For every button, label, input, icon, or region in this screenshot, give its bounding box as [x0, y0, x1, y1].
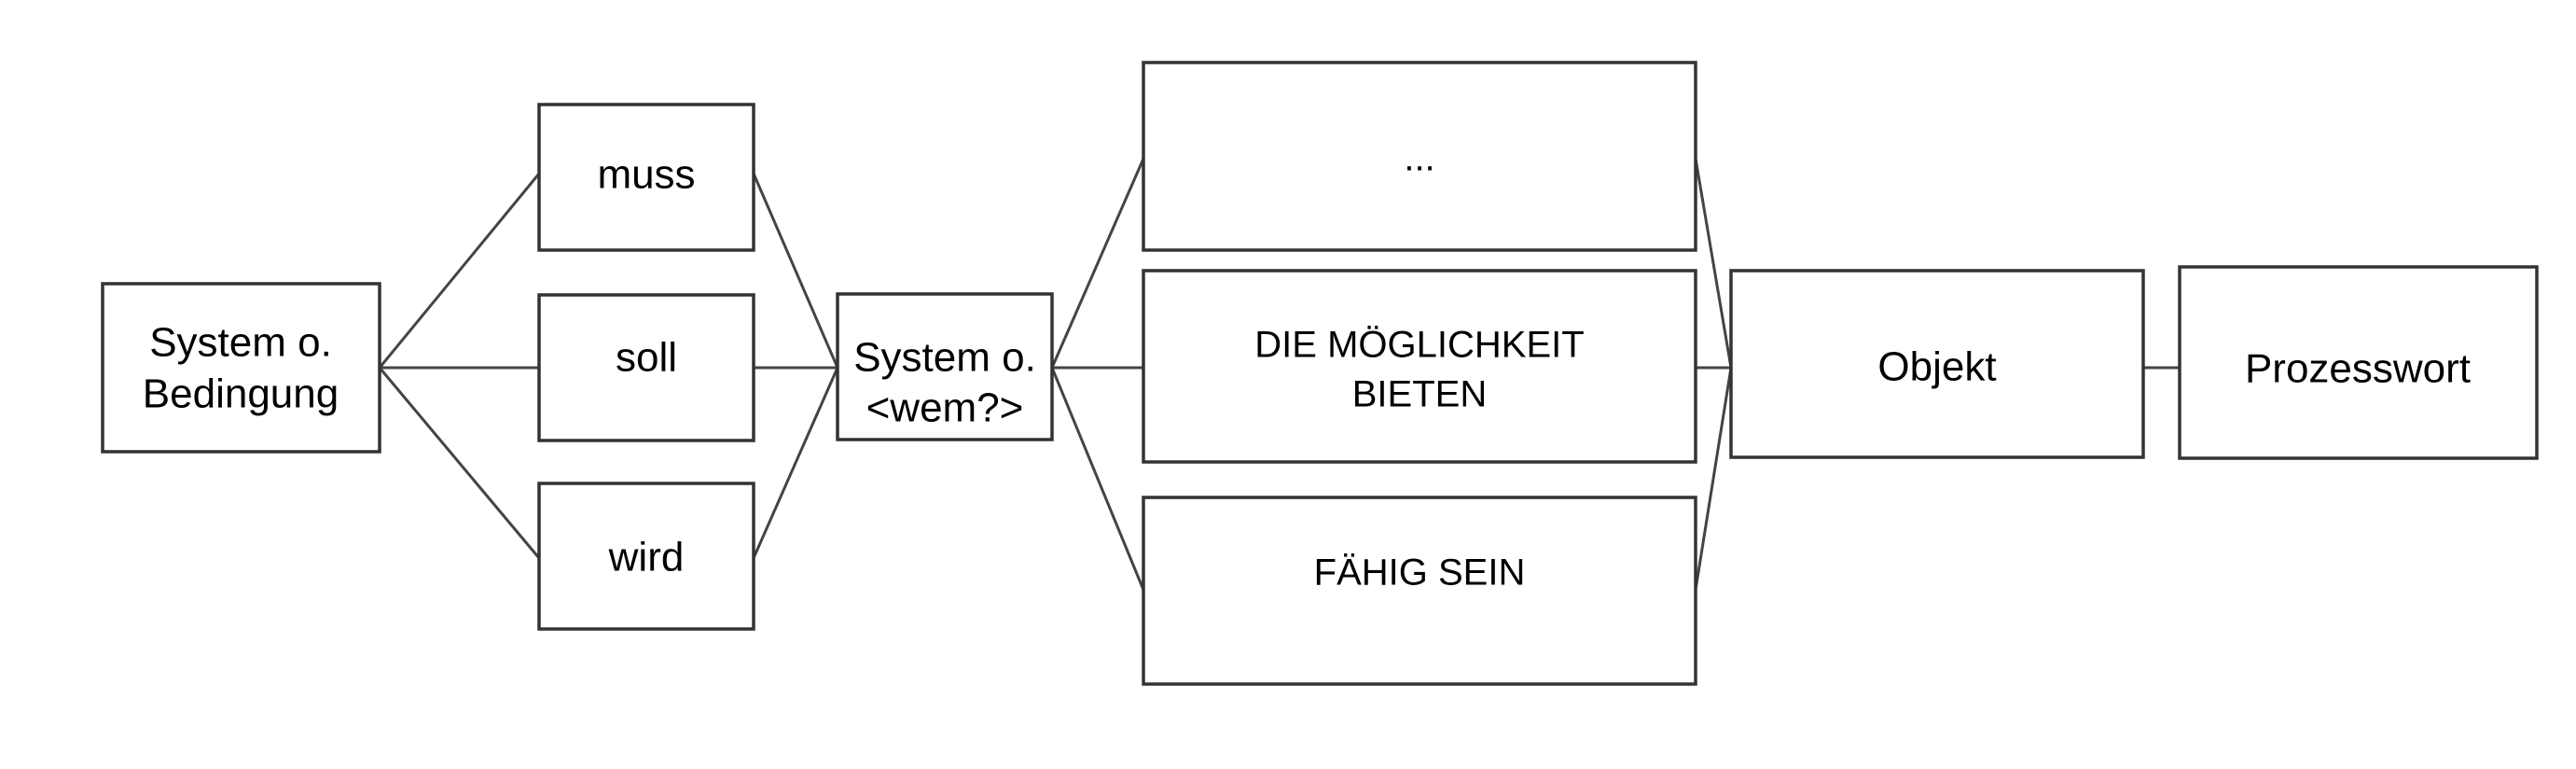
connector-whom-ellipsis [1050, 158, 1145, 369]
node-process-word-label: Prozesswort [2245, 346, 2471, 392]
node-system-or-condition-line1: System o. [149, 320, 332, 366]
node-system-or-condition: System o. Bedingung [101, 282, 381, 454]
node-option-provide-possibility-line1: DIE MÖGLICHKEIT [1254, 325, 1584, 366]
node-modal-wird: wird [537, 482, 755, 631]
node-option-be-able: FÄHIG SEIN [1142, 496, 1697, 686]
connectors [378, 158, 2180, 591]
connector-able-object [1694, 367, 1733, 591]
node-option-provide-possibility-line2: BIETEN [1352, 374, 1487, 415]
node-process-word: Prozesswort [2178, 265, 2539, 460]
node-modal-soll: soll [537, 293, 755, 442]
node-modal-soll-label: soll [616, 335, 677, 381]
node-option-ellipsis-label: ... [1404, 138, 1434, 179]
node-object: Objekt [1729, 269, 2145, 459]
node-option-provide-possibility: DIE MÖGLICHKEIT BIETEN [1142, 269, 1697, 464]
node-system-or-condition-line2: Bedingung [143, 371, 339, 417]
connector-muss-whom [752, 173, 839, 369]
node-system-whom: System o. <wem?> [836, 292, 1054, 441]
node-object-label: Objekt [1877, 344, 1996, 390]
node-option-ellipsis: ... [1142, 61, 1697, 252]
node-system-whom-line1: System o. [853, 335, 1036, 381]
connector-condition-wird [378, 367, 541, 559]
connector-ellipsis-object [1694, 158, 1733, 369]
node-modal-muss-label: muss [597, 152, 695, 198]
connector-condition-muss [378, 173, 541, 369]
node-modal-muss: muss [537, 103, 755, 252]
node-option-be-able-label: FÄHIG SEIN [1314, 552, 1526, 594]
node-modal-wird-label: wird [608, 535, 685, 580]
connector-whom-able [1050, 367, 1145, 591]
connector-wird-whom [752, 367, 839, 559]
node-system-whom-line2: <wem?> [866, 385, 1024, 431]
